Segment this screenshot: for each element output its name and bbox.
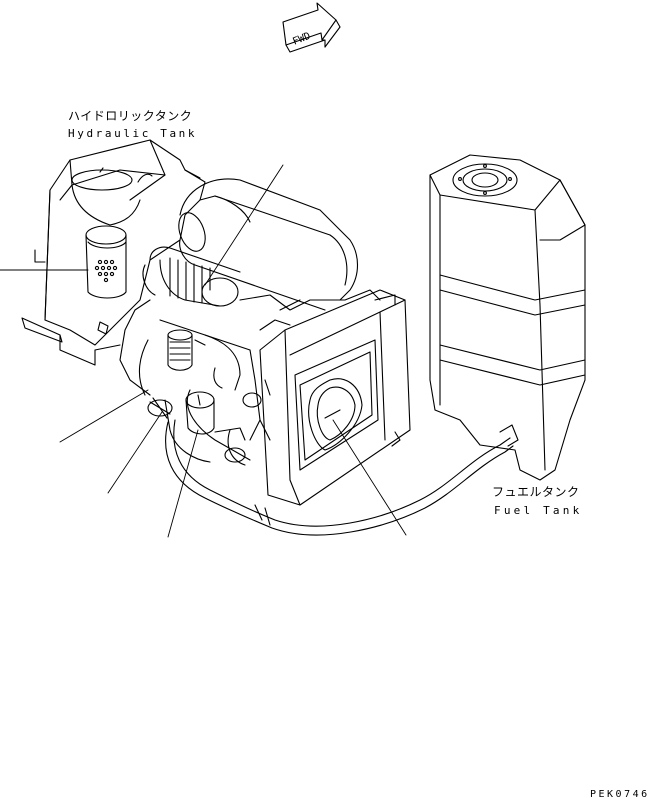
leader-line-fuel-filter bbox=[167, 429, 199, 538]
fuel-tank bbox=[429, 154, 586, 481]
leader-line-fan-belt bbox=[332, 419, 407, 536]
hydraulic-tank-label: Hydraulic Tank bbox=[68, 127, 198, 140]
leader-lines bbox=[0, 164, 407, 538]
leader-line-engine-air-cleaner bbox=[204, 164, 284, 286]
hydraulic-tank-label-jp: ハイドロリックタンク bbox=[68, 109, 193, 123]
drawing-code: PEK0746 bbox=[590, 789, 650, 800]
radiator bbox=[259, 289, 411, 506]
fuel-line bbox=[165, 419, 519, 536]
fuel-tank-label: Fuel Tank bbox=[494, 504, 583, 517]
hydraulic-tank bbox=[21, 139, 206, 366]
fuel-filter bbox=[138, 329, 241, 435]
leader-line-fuel-prefilter bbox=[59, 389, 149, 443]
fuel-tank-label-jp: フュエルタンク bbox=[492, 485, 580, 499]
engine bbox=[119, 178, 381, 466]
leader-line-fuel-strainer bbox=[107, 411, 163, 494]
fwd-arrow-icon: FWD bbox=[282, 2, 341, 53]
hydraulic-filter-element bbox=[85, 225, 127, 299]
